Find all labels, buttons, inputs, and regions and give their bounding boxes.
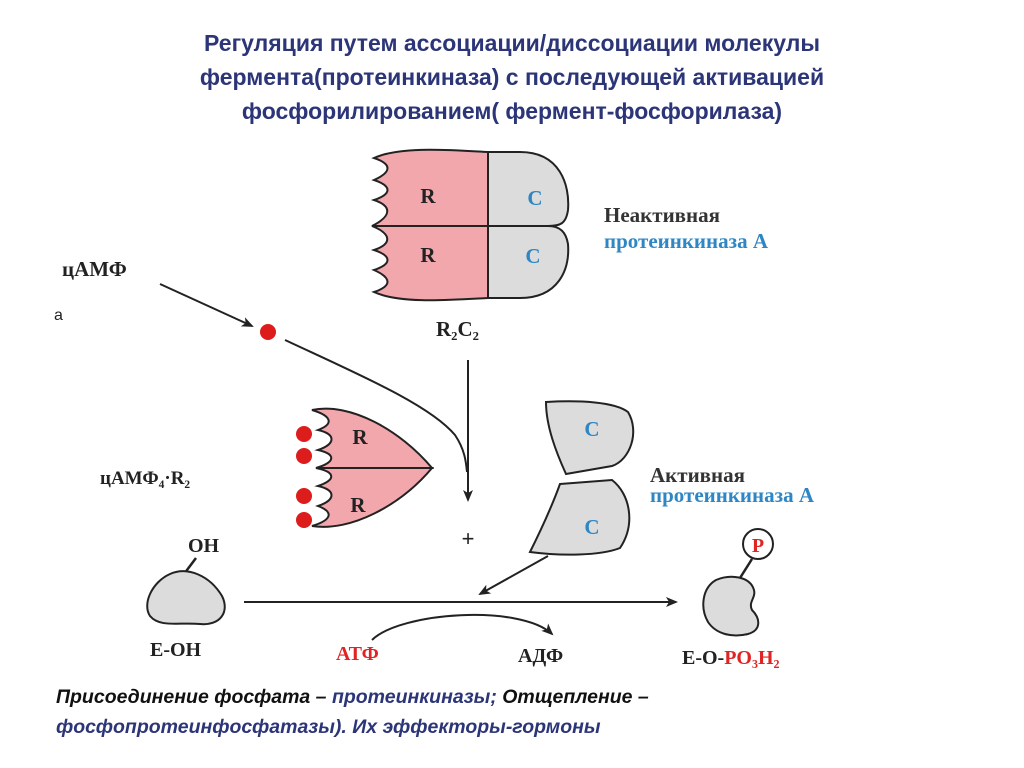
inactive-label-line-2: протеинкиназа А [604,229,769,253]
camp-label: цАМФ [62,257,127,281]
r-label-2: R [420,243,436,267]
adp-label: АДФ [518,645,563,667]
regulatory-subunit-top [370,148,489,227]
camp-binding-curve [284,339,468,473]
c-label-4: C [584,515,599,539]
phosphorylated-enzyme-shape [702,575,760,637]
c-label-2: C [525,244,540,268]
oh-label: OH [188,535,220,557]
r-label-3: R [352,425,368,449]
phosphate-label: P [752,535,764,557]
c-label-3: C [584,417,599,441]
camp4-r2-complex: R R [296,407,435,528]
active-label-line-2: протеинкиназа А [650,483,815,507]
camp-dot-bound-1 [296,426,312,442]
title-line-1: Регуляция путем ассоциации/диссоциации м… [204,30,820,56]
substrate-enzyme-shape [146,570,226,626]
title-line-2: фермента(протеинкиназа) с последующей ак… [199,64,825,90]
camp-dot-bound-2 [296,448,312,464]
catalytic-free-bottom [528,478,631,556]
plus-sign: + [462,526,475,551]
regulatory-subunit-bound-bottom [311,467,435,528]
title-line-3: фосфорилированием( фермент-фосфорилаза) [241,98,783,124]
caption-part-2: протеинкиназы; [331,686,497,708]
camp-dot-bound-3 [296,488,312,504]
e-o-prefix: E-O- [682,647,724,669]
stray-mark: a [54,307,63,324]
caption-part-5: ). Их эффекторы-гормоны [334,716,601,738]
camp-arrow [159,283,254,327]
caption-part-4: фосфопротеинфосфатазы [56,716,335,738]
caption: Присоединение фосфата – протеинкиназы; О… [56,682,976,742]
atp-adp-curve [371,613,554,641]
inactive-complex: R R C C [370,148,570,302]
r-label-1: R [420,184,436,208]
phosphate-bond [738,558,754,579]
active-catalytic-subunits: C C [528,400,635,556]
camp4-r2-label: цАМФ₄·R₂ [100,468,190,489]
caption-part-3: Отщепление – [496,686,649,708]
catalytic-subunit-bottom [487,225,570,299]
phosphate-circle [742,528,774,560]
atp-label: АТФ [336,643,379,665]
catalytic-free-top [544,400,635,476]
inactive-label-line-1: Неактивная [604,203,720,227]
page-title: Регуляция путем ассоциации/диссоциации м… [60,26,964,128]
camp-dot-bound-4 [296,512,312,528]
active-label-line-1: Активная [650,463,745,487]
caption-part-1: Присоединение фосфата – [56,686,332,708]
regulatory-subunit-bound-top [311,407,435,469]
c-label-1: C [527,186,542,210]
camp-dot [260,324,276,340]
catalytic-to-reaction-arrow [478,555,549,595]
r-label-4: R [350,493,366,517]
regulatory-subunit-bottom [370,225,489,302]
r2c2-label: R₂C₂ [436,317,479,341]
e-oh-label: E-OH [150,639,202,661]
e-o-label: E-O-PO₃H₂ [682,647,780,669]
po3h2-label: PO₃H₂ [724,647,779,669]
